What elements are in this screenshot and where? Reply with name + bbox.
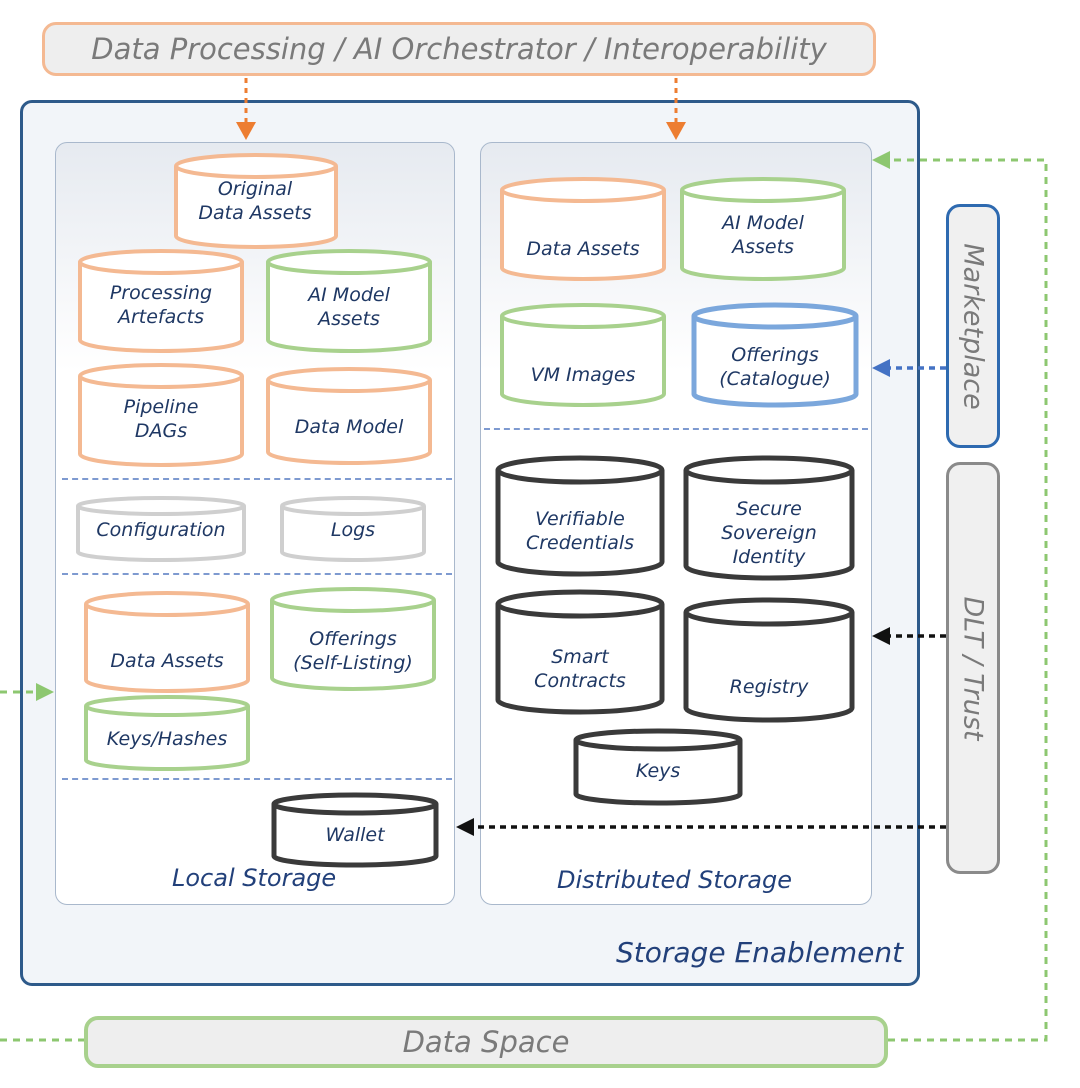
- local-divider: [62, 573, 452, 575]
- cyl-label-offerings-catalogue: Offerings (Catalogue): [719, 344, 831, 390]
- cyl-verifiable-credentials: [495, 455, 665, 577]
- marketplace-arrow: [872, 359, 946, 377]
- cyl-keys-hashes: [84, 695, 250, 771]
- orange-arrow-local: [236, 78, 256, 140]
- distributed-divider: [484, 428, 868, 430]
- cyl-label-keys-hashes: Keys/Hashes: [106, 728, 228, 751]
- data-space-label: Data Space: [402, 1025, 570, 1059]
- cyl-label-registry: Registry: [729, 676, 809, 699]
- cyl-logs: [280, 496, 426, 562]
- storage-enablement-label: Storage Enablement: [616, 936, 904, 969]
- cyl-smart-contracts: [495, 589, 665, 715]
- green-dataspace-connector: [0, 151, 1048, 1042]
- cyl-label-offerings-self-listing: Offerings (Self-Listing): [293, 628, 413, 674]
- distributed-storage-label: Distributed Storage: [557, 866, 792, 894]
- cyl-data-assets-local: [84, 591, 250, 693]
- cyl-label-ai-model-assets-distributed: AI Model Assets: [722, 212, 804, 258]
- cyl-label-smart-contracts: Smart Contracts: [534, 646, 626, 692]
- local-storage-label: Local Storage: [172, 864, 337, 892]
- cyl-keys: [573, 728, 743, 806]
- cyl-pipeline-dags: [78, 363, 244, 467]
- cyl-label-data-assets-local: Data Assets: [110, 650, 224, 673]
- cyl-processing-artefacts: [78, 249, 244, 353]
- cyl-label-processing-artefacts: Processing Artefacts: [109, 282, 213, 328]
- cyl-configuration: [76, 496, 246, 562]
- local-divider: [62, 478, 452, 480]
- dlt-arrow-distributed: [872, 627, 946, 645]
- cyl-label-verifiable-credentials: Verifiable Credentials: [525, 508, 635, 554]
- dlt-trust-box: DLT / Trust: [946, 462, 1000, 874]
- cyl-ai-model-assets-distributed: [680, 177, 846, 281]
- cyl-label-ai-model-assets-local: AI Model Assets: [308, 284, 390, 330]
- orchestrator-banner-label: Data Processing / AI Orchestrator / Inte…: [91, 32, 827, 66]
- cyl-secure-sovereign-identity: [683, 455, 855, 581]
- cyl-label-keys: Keys: [635, 760, 681, 783]
- cyl-offerings-catalogue: [691, 302, 859, 408]
- cyl-label-data-model: Data Model: [294, 416, 404, 439]
- cyl-label-original-data-assets: Original Data Assets: [198, 178, 312, 224]
- cyl-label-secure-sovereign-identity: Secure Sovereign Identity: [721, 498, 817, 568]
- marketplace-box: Marketplace: [946, 204, 1000, 448]
- cyl-offerings-self-listing: [270, 587, 436, 691]
- data-space-banner: Data Space: [84, 1016, 888, 1068]
- cyl-label-wallet: Wallet: [325, 824, 385, 847]
- cyl-ai-model-assets-local: [266, 249, 432, 353]
- cyl-label-logs: Logs: [330, 519, 376, 542]
- cyl-label-data-assets-distributed: Data Assets: [526, 238, 640, 261]
- orange-arrow-distributed: [666, 78, 686, 140]
- dlt-arrow-wallet: [456, 818, 946, 836]
- cyl-data-assets-distributed: [500, 177, 666, 281]
- cyl-label-configuration: Configuration: [96, 519, 226, 542]
- local-divider: [62, 778, 452, 780]
- cyl-data-model: [266, 367, 432, 465]
- cyl-label-vm-images: VM Images: [530, 364, 636, 387]
- cyl-original-data-assets: [174, 153, 338, 249]
- cyl-vm-images: [500, 303, 666, 407]
- orchestrator-banner: Data Processing / AI Orchestrator / Inte…: [42, 22, 876, 76]
- cyl-registry: [683, 597, 855, 723]
- cyl-wallet: [271, 792, 439, 868]
- cyl-label-pipeline-dags: Pipeline DAGs: [123, 396, 199, 442]
